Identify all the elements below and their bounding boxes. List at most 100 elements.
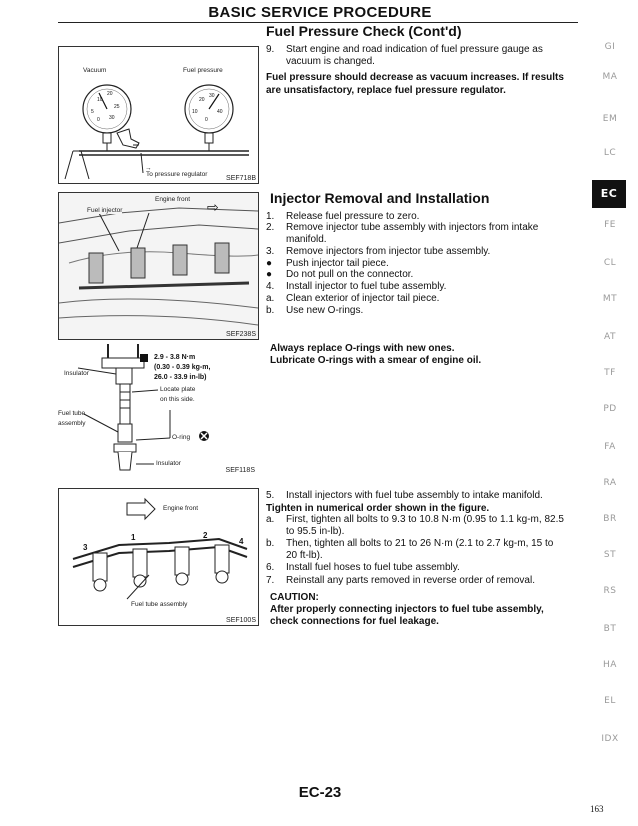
step-number: a. — [266, 514, 275, 525]
oring-note-2: Lubricate O-rings with a smear of engine… — [270, 355, 482, 366]
page-number: 163 — [590, 804, 604, 814]
step-number: 4. — [266, 281, 275, 292]
section-tab-br[interactable]: BR — [603, 514, 617, 524]
step-text: Push injector tail piece. — [286, 258, 389, 269]
install-step: 5. Install injectors with fuel tube assem… — [266, 490, 566, 502]
injector-drawing — [59, 193, 258, 339]
section-tab-tf[interactable]: TF — [604, 368, 616, 378]
figure-code: SEF718B — [226, 175, 256, 182]
gauges-drawing — [64, 84, 249, 180]
step-text: Do not pull on the connector. — [286, 269, 414, 280]
gauge2-tick: 30 — [209, 93, 215, 99]
step-text: Release fuel pressure to zero. — [286, 211, 420, 222]
injector-step: ● Do not pull on the connector. — [266, 269, 566, 281]
section-tab-ma[interactable]: MA — [602, 72, 618, 82]
step-number: b. — [266, 305, 275, 316]
section-tab-rs[interactable]: RS — [603, 586, 617, 596]
engine-front-label: Engine front — [155, 196, 191, 203]
page-title: BASIC SERVICE PROCEDURE — [208, 4, 432, 21]
section-tab-gi[interactable]: GI — [604, 42, 616, 52]
pressure-regulator-label: To pressure regulator — [146, 171, 208, 178]
section-tab-bt[interactable]: BT — [603, 624, 617, 634]
section-tab-ha[interactable]: HA — [603, 660, 617, 670]
caution-text: After properly connecting injectors to f… — [270, 604, 544, 627]
fuel-tube-assembly-label: Fuel tube assembly — [131, 601, 188, 608]
install-step: Tighten in numerical order shown in the … — [266, 503, 566, 515]
arrow-right-icon: ⇨ — [207, 199, 219, 215]
step-text: Reinstall any parts removed in reverse o… — [286, 575, 535, 586]
step-number: 5. — [266, 490, 275, 501]
section-tab-st[interactable]: ST — [603, 550, 617, 560]
gauge2-tick: 20 — [199, 97, 205, 103]
section-tab-ec[interactable]: EC — [592, 180, 626, 208]
bolt-number: 1 — [131, 533, 136, 542]
step-number: 3. — [266, 246, 275, 257]
step-number: 2. — [266, 222, 275, 233]
engine-front-label: Engine front — [163, 505, 199, 512]
install-step: 7. Reinstall any parts removed in reverse… — [266, 575, 566, 587]
torque-value: 2.9 - 3.8 N·m — [154, 354, 196, 361]
torque-kgm: (0.30 - 0.39 kg-m, — [154, 364, 211, 371]
step-text: Remove injectors from injector tube asse… — [286, 246, 491, 257]
figure-code: SEF238S — [226, 331, 256, 338]
step-text: Install injectors with fuel tube assembl… — [286, 490, 543, 501]
figure-injector-detail: 2.9 - 3.8 N·m (0.30 - 0.39 kg-m, 26.0 - … — [58, 340, 257, 480]
gauge1-tick: 10 — [97, 97, 103, 103]
install-step: 6.Install fuel hoses to fuel tube assemb… — [266, 562, 566, 574]
section-tab-at[interactable]: AT — [604, 332, 616, 342]
bolt-number: 2 — [203, 531, 208, 540]
step-number: 7. — [266, 575, 275, 586]
injector-step: b.Use new O-rings. — [266, 305, 566, 317]
oring-label: O-ring — [172, 434, 191, 441]
section-tab-lc[interactable]: LC — [603, 148, 617, 158]
install-step: b.Then, tighten all bolts to 21 to 26 N·… — [266, 538, 566, 562]
section-tab-ra[interactable]: RA — [603, 478, 617, 488]
injector-step: ●Push injector tail piece. — [266, 258, 566, 270]
injector-step: 4. Install injector to fuel tube assembly… — [266, 281, 566, 293]
gauge1-tick: 0 — [97, 117, 100, 123]
figure-fuel-pressure-gauges: Vacuum Fuel pressure 10 20 25 5 30 0 20 … — [58, 46, 259, 184]
section-tab-cl[interactable]: CL — [603, 258, 617, 268]
arrow-icon: → — [145, 165, 152, 172]
fuel-pressure-label: Fuel pressure — [183, 67, 223, 74]
section-tab-el[interactable]: EL — [604, 696, 616, 706]
gauge1-tick: 30 — [109, 115, 115, 121]
section-tab-pd[interactable]: PD — [603, 404, 617, 414]
section-tab-fe[interactable]: FE — [604, 220, 616, 230]
insulator-top-label: Insulator — [64, 370, 89, 377]
injector-step: 3. Remove injectors from injector tube as… — [266, 246, 566, 258]
section-tab-mt[interactable]: MT — [602, 294, 618, 304]
step-9: 9. Start engine and road indication of f… — [266, 44, 566, 68]
fuel-pressure-note: Fuel pressure should decrease as vacuum … — [266, 72, 564, 96]
torque-inlb: 26.0 - 33.9 in-lb) — [154, 374, 207, 381]
step-number: 9. — [266, 44, 275, 55]
fuel-injector-label: Fuel injector — [87, 207, 123, 214]
step-text: Install fuel hoses to fuel tube assembly… — [286, 562, 460, 573]
gauge2-tick: 10 — [192, 109, 198, 115]
section-tab-idx[interactable]: IDX — [601, 734, 619, 744]
figure-code: SEF118S — [225, 467, 255, 474]
step-text: Install injector to fuel tube assembly. — [286, 281, 447, 292]
injector-step: a.Clean exterior of injector tail piece. — [266, 293, 566, 305]
section-tab-em[interactable]: EM — [602, 114, 618, 124]
step-number: a. — [266, 293, 275, 304]
injector-step: 1. Release fuel pressure to zero. — [266, 211, 566, 223]
step-text: Then, tighten all bolts to 21 to 26 N·m … — [286, 538, 554, 561]
locate-plate-label: Locate plate — [160, 386, 196, 393]
fuel-tube-drawing — [72, 497, 248, 600]
section-tab-fa[interactable]: FA — [604, 442, 616, 452]
step-text: Tighten in numerical order shown in the … — [266, 503, 490, 514]
gauge1-tick: 25 — [114, 104, 120, 110]
fuel-tube-label-2: assembly — [58, 420, 86, 427]
install-step: a.First, tighten all bolts to 9.3 to 10.… — [266, 514, 566, 538]
caution-title: CAUTION: — [270, 592, 319, 603]
insulator-bottom-label: Insulator — [156, 460, 181, 467]
section-title-injector: Injector Removal and Installation — [270, 190, 490, 206]
title-rule — [58, 22, 578, 23]
step-number: 1. — [266, 211, 275, 222]
gauge1-tick: 20 — [107, 91, 113, 97]
step-number: ● — [266, 269, 273, 280]
page-code: EC-23 — [298, 784, 342, 801]
figure-code: SEF100S — [226, 617, 256, 624]
section-title-fuel-pressure: Fuel Pressure Check (Cont'd) — [266, 23, 462, 39]
